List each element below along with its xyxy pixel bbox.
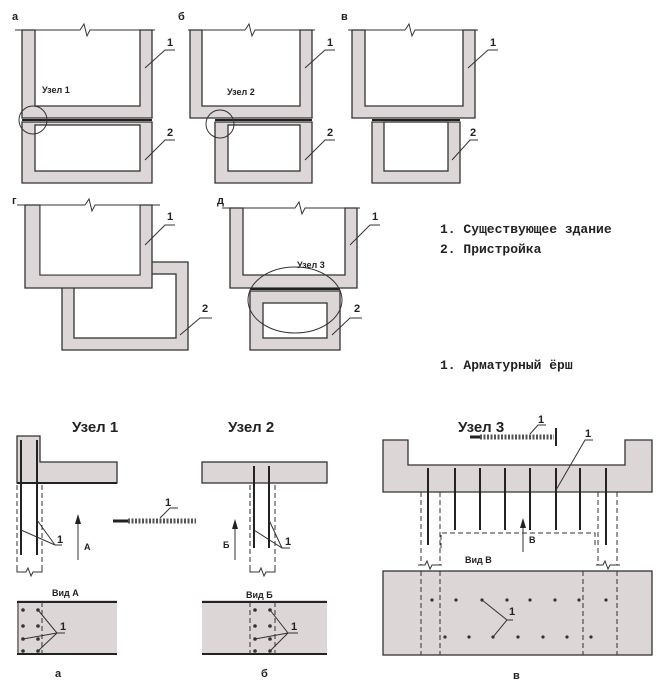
detail-title: Узел 2 <box>228 419 274 436</box>
callout-2: 2 <box>327 127 333 139</box>
node-label: Узел 2 <box>227 87 255 97</box>
legend-item-existing-building: 1. Существующее здание <box>440 222 612 237</box>
callout-2: 2 <box>354 303 360 315</box>
scheme-a: а Узел 1 1 2 <box>12 11 175 184</box>
view-arrow-label: А <box>84 542 91 552</box>
legend-item-rebar-anchor: 1. Арматурный ёрш <box>440 358 573 373</box>
callout-2: 2 <box>167 127 173 139</box>
scheme-b: б Узел 2 1 2 <box>178 11 335 184</box>
node-2-detail: Узел 2 1 Б Вид Б 1 б <box>201 419 328 680</box>
node-label: Узел 1 <box>42 85 70 95</box>
callout-2: 2 <box>202 303 208 315</box>
view-label: Вид Б <box>246 590 273 600</box>
caption: б <box>261 668 268 680</box>
callout: 1 <box>285 536 291 548</box>
callout: 1 <box>60 621 66 633</box>
callout: 1 <box>538 414 544 426</box>
view-label: Вид В <box>465 555 492 565</box>
callout: 1 <box>291 621 297 633</box>
detail-title: Узел 3 <box>458 419 504 436</box>
scheme-letter: а <box>12 11 19 23</box>
node-1-marker <box>18 105 48 135</box>
rebar-anchor-sample: 1 <box>113 497 196 524</box>
node-3-marker <box>247 266 343 334</box>
view-arrow-icon <box>232 519 238 529</box>
callout-1: 1 <box>167 37 173 49</box>
legend: 1. Существующее здание 2. Пристройка 1. … <box>440 222 612 373</box>
node-2-marker <box>205 109 235 139</box>
view-arrow-label: Б <box>223 540 230 550</box>
callout-1: 1 <box>327 37 333 49</box>
callout-1: 1 <box>372 211 378 223</box>
view-arrow-label: В <box>529 535 536 545</box>
scheme-letter: в <box>341 11 348 23</box>
view-arrow-icon <box>520 518 526 528</box>
callout: 1 <box>585 428 591 440</box>
callout-2: 2 <box>470 127 476 139</box>
callout: 1 <box>165 497 171 509</box>
node-1-detail: Узел 1 1 А Вид А 1 а <box>16 419 118 680</box>
detail-title: Узел 1 <box>72 419 118 436</box>
scheme-d: д Узел 3 1 2 <box>217 195 380 351</box>
caption: а <box>55 668 62 680</box>
node-3-detail: Узел 3 1 1 В Вид В <box>382 414 653 682</box>
scheme-letter: д <box>217 195 224 207</box>
view-arrow-icon <box>75 514 81 524</box>
callout-1: 1 <box>490 37 496 49</box>
caption: в <box>513 670 520 682</box>
callout: 1 <box>57 534 63 546</box>
callout: 1 <box>509 606 515 618</box>
view-label: Вид А <box>52 588 79 598</box>
legend-item-extension: 2. Пристройка <box>440 242 542 257</box>
callout-1: 1 <box>167 211 173 223</box>
scheme-letter: б <box>178 11 185 23</box>
scheme-letter: г <box>12 195 17 207</box>
scheme-g: г 1 2 <box>12 195 212 351</box>
rebar-rods <box>427 468 607 545</box>
node-label: Узел 3 <box>297 260 325 270</box>
scheme-v: в 1 2 <box>341 11 498 184</box>
